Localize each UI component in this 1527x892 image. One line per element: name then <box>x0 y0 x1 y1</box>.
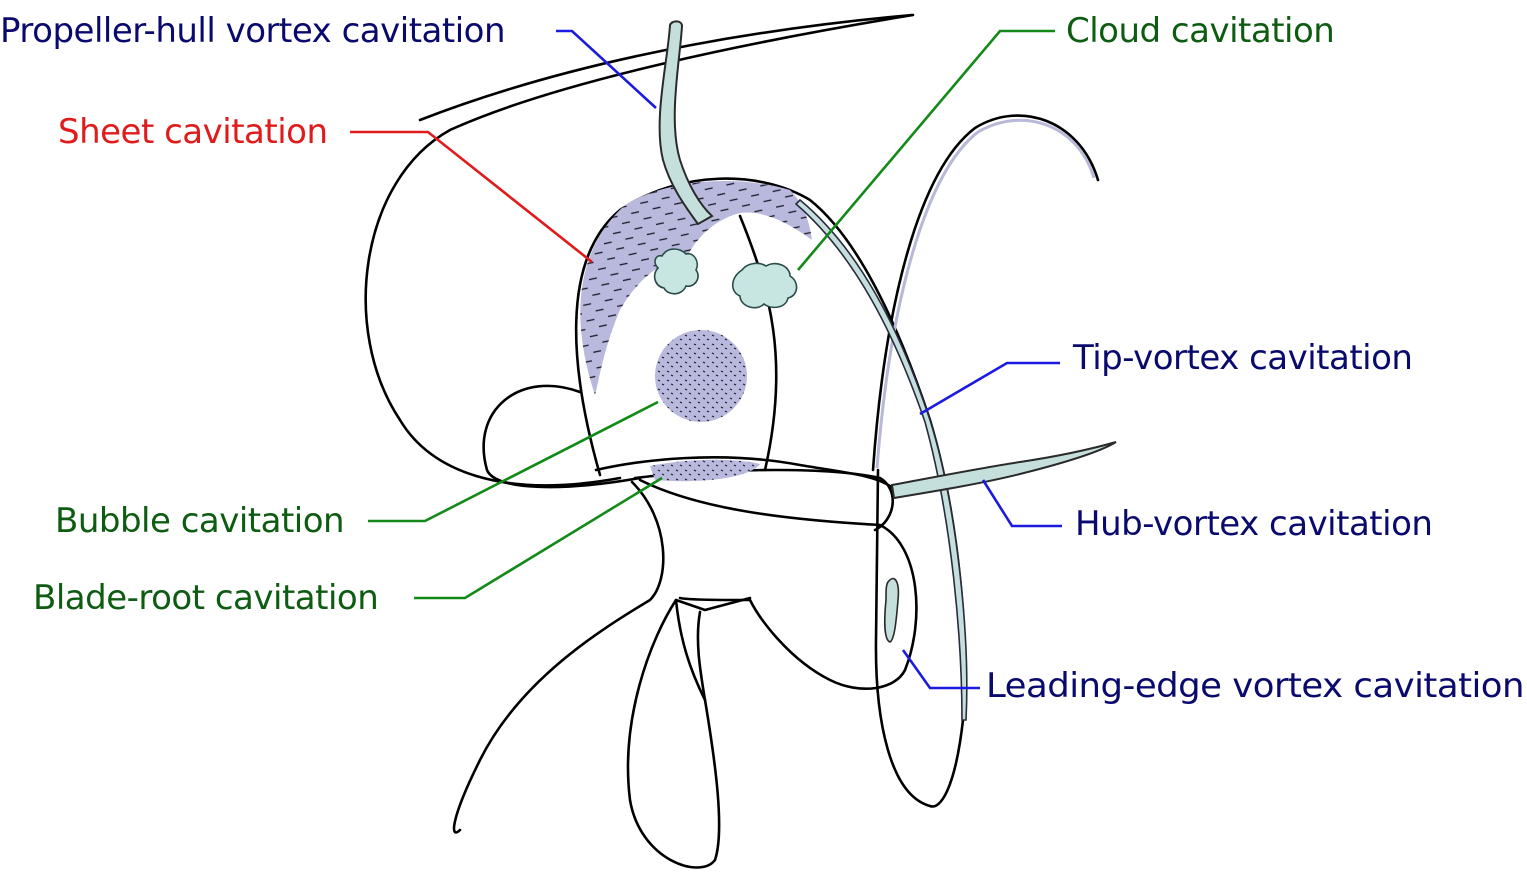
left-bulb-outline <box>482 384 642 489</box>
blade-hub-curve <box>594 456 897 492</box>
tip-vortex-leader <box>919 361 1060 416</box>
label-hub-vortex-cavitation: Hub-vortex cavitation <box>1075 504 1432 544</box>
label-sheet-cavitation: Sheet cavitation <box>58 112 328 152</box>
blade-mid-line <box>738 214 778 472</box>
tip-vortex-loop <box>871 114 1100 472</box>
label-blade-root-cavitation: Blade-root cavitation <box>33 578 378 618</box>
label-bubble-cavitation: Bubble cavitation <box>55 501 344 541</box>
lower-bottom-blade-outline <box>626 596 752 869</box>
propeller-hull-vortex <box>658 20 714 226</box>
bubble-cavitation-texture <box>655 330 747 422</box>
lower-left-blade-outline <box>452 480 665 834</box>
hull-line <box>418 13 914 122</box>
lower-right-blade-outline <box>638 478 918 691</box>
bubble-leader <box>368 400 659 523</box>
propeller-hull-leader <box>556 29 657 109</box>
blade-root-leader <box>414 476 663 600</box>
cloud-cavitation-blob-left <box>653 248 699 295</box>
lower-blade-inner-line <box>674 598 707 702</box>
tip-vortex-loop-fill <box>875 118 1096 469</box>
label-tip-vortex-cavitation: Tip-vortex cavitation <box>1072 338 1412 378</box>
sheet-leader <box>350 130 593 264</box>
cloud-leader <box>797 29 1055 271</box>
blade-root-cavitation-texture <box>650 459 760 482</box>
cloud-cavitation-blob-right <box>731 262 798 309</box>
tip-vortex-cavitation <box>794 198 968 721</box>
hub-vortex-cavitation <box>890 441 1117 500</box>
upper-blade-outline <box>364 13 915 487</box>
sheet-cavitation-texture <box>580 181 812 395</box>
hub-vortex-leader <box>981 479 1062 528</box>
leading-edge-vortex-cavitation <box>884 577 900 643</box>
label-cloud-cavitation: Cloud cavitation <box>1066 11 1334 51</box>
label-propeller-hull-vortex: Propeller-hull vortex cavitation <box>0 11 505 51</box>
leading-edge-leader <box>901 649 980 690</box>
label-leading-edge-vortex-cavitation: Leading-edge vortex cavitation <box>986 666 1524 706</box>
